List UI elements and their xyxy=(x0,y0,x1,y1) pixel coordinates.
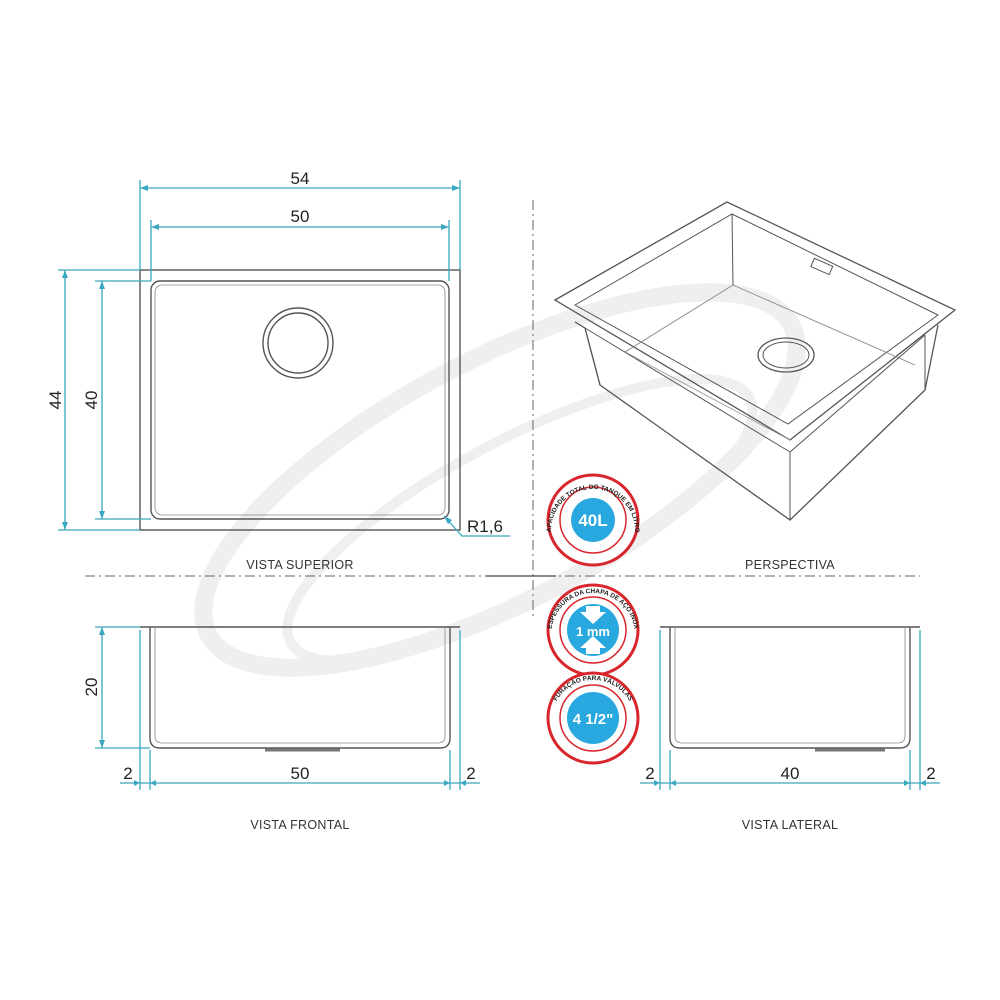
watermark-logo xyxy=(194,283,806,677)
perspective-basin-front-left xyxy=(624,284,734,353)
perspective-rim-inner xyxy=(573,213,939,425)
top-view-inner-basin-edge xyxy=(154,284,446,516)
dim-side-bottom xyxy=(640,630,940,790)
top-view: 54 50 44 40 xyxy=(46,169,510,572)
dim-outer-depth-label: 44 xyxy=(46,391,65,410)
drain-value: 4 1/2" xyxy=(573,711,613,728)
top-view-label: VISTA SUPERIOR xyxy=(246,558,353,572)
perspective-drain-inner xyxy=(762,341,810,369)
perspective-basin-back-right xyxy=(732,284,916,366)
perspective-label: PERSPECTIVA xyxy=(745,558,835,572)
dim-inner-width-label: 50 xyxy=(291,207,310,226)
corner-radius-label: R1,6 xyxy=(467,517,503,536)
perspective-front-wall xyxy=(574,321,939,521)
arrow-up-icon xyxy=(580,636,606,654)
dim-front-right-flange-label: 2 xyxy=(466,764,475,783)
front-view-basin xyxy=(149,627,451,749)
front-view: 20 2 50 2 VISTA FRONTAL xyxy=(82,626,480,832)
top-view-inner-basin xyxy=(150,280,450,520)
drain-hole-outer xyxy=(262,307,334,379)
perspective-drain-outer xyxy=(757,337,815,373)
thickness-value: 1 mm xyxy=(576,624,610,639)
dim-front-height xyxy=(95,626,150,749)
dim-front-bottom xyxy=(120,630,480,790)
perspective-rim xyxy=(553,201,957,441)
radius-leader xyxy=(443,515,510,537)
capacity-value: 40L xyxy=(578,511,607,530)
dim-front-left-flange-label: 2 xyxy=(123,764,132,783)
perspective-basin-back-left xyxy=(731,213,734,286)
dim-side-width-label: 40 xyxy=(781,764,800,783)
perspective-overflow xyxy=(810,257,834,276)
capacity-badge: 40L CAPACIDADE TOTAL DO TANQUE EM LITROS xyxy=(0,0,640,567)
side-view: 2 40 2 VISTA LATERAL xyxy=(640,626,940,832)
dim-side-right-flange-label: 2 xyxy=(926,764,935,783)
perspective-basin-floor xyxy=(624,351,791,441)
dim-inner-width xyxy=(150,220,450,281)
dim-inner-depth xyxy=(95,280,151,520)
side-view-label: VISTA LATERAL xyxy=(742,818,839,832)
thickness-badge: 1 mm ESPESSURA DA CHAPA DE AÇO INOX xyxy=(546,583,640,677)
top-view-outer-rim xyxy=(139,269,461,531)
dim-inner-depth-label: 40 xyxy=(82,391,101,410)
dim-front-height-label: 20 xyxy=(82,678,101,697)
dim-outer-depth xyxy=(58,269,140,531)
dim-outer-width-label: 54 xyxy=(291,169,310,188)
arrow-down-icon xyxy=(580,606,606,624)
drain-hole-inner xyxy=(267,312,329,374)
front-view-label: VISTA FRONTAL xyxy=(250,818,349,832)
dim-front-width-label: 50 xyxy=(291,764,310,783)
perspective-view xyxy=(553,201,957,521)
drain-badge: 4 1/2" FURAÇÃO PARA VÁLVULAS xyxy=(546,671,640,765)
dim-outer-width xyxy=(139,180,461,270)
side-view-basin xyxy=(669,627,911,749)
dim-side-left-flange-label: 2 xyxy=(645,764,654,783)
